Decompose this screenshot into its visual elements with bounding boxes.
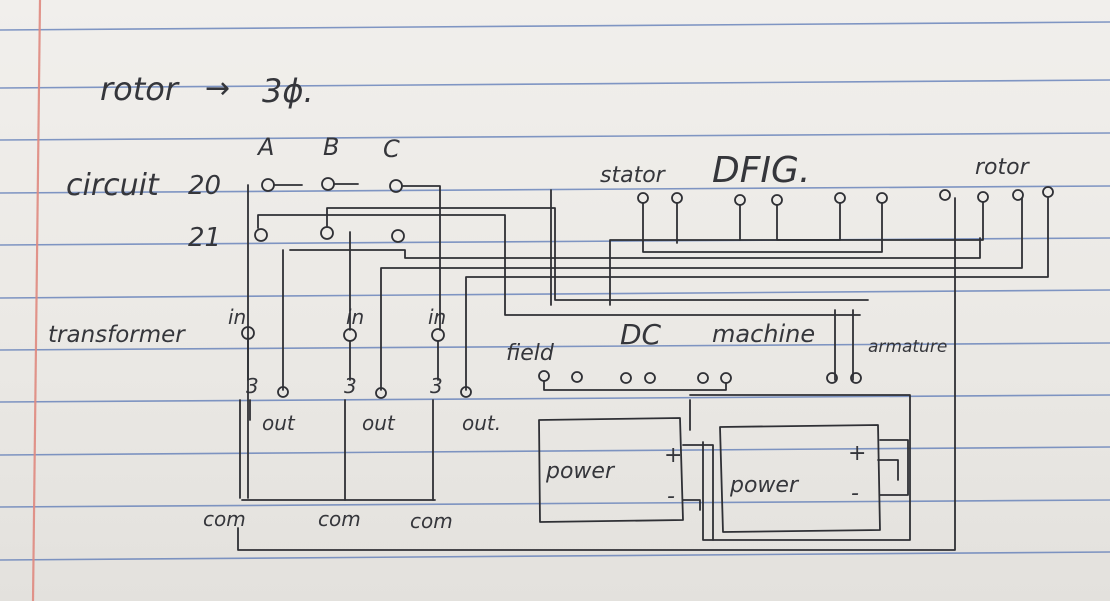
rotor-terminal-3 [1012, 189, 1024, 201]
stator-label: stator [600, 163, 667, 188]
annotations: rotor → 3ϕ. A B C circuit 20 21 transfor… [48, 70, 1031, 533]
transformer-in-b: in [346, 305, 364, 329]
tap-c: 3 [430, 374, 443, 398]
transformer-out-c: out. [462, 411, 501, 435]
stator-terminal-4 [771, 194, 783, 206]
rotor-terminal-2 [977, 191, 989, 203]
terminal-21-b [320, 226, 334, 240]
stator-terminal-5 [834, 192, 846, 204]
terminal-21-a [254, 228, 268, 242]
power-supply-2-box [719, 424, 881, 533]
field-label: field [506, 341, 555, 366]
tap-b: 3 [344, 374, 357, 398]
circuit-label: circuit [66, 168, 160, 203]
transformer-label: transformer [48, 322, 186, 348]
power-supply-1-label: power [545, 459, 616, 484]
stator-terminal-3 [734, 194, 746, 206]
stator-terminal-2 [671, 192, 683, 204]
title-three-phase: 3ϕ. [262, 72, 314, 110]
transformer-out-b-terminal [375, 387, 387, 399]
dc-label: DC [620, 318, 662, 351]
row-20-label: 20 [188, 171, 221, 201]
dfig-label: DFIG. [712, 150, 810, 191]
terminal-21-c [391, 229, 405, 243]
transformer-in-a: in [228, 305, 246, 329]
transformer-in-c-terminal [431, 328, 445, 342]
rotor-label: rotor [975, 155, 1031, 180]
com-a: com [203, 507, 246, 531]
transformer-in-a-terminal [241, 326, 255, 340]
field-terminal-3 [620, 372, 632, 384]
field-terminal-1 [538, 370, 550, 382]
field-terminal-2 [571, 371, 583, 383]
margin-line [31, 0, 42, 601]
power-supply-1-box [538, 417, 684, 523]
transformer-in-c: in [428, 305, 446, 329]
phase-b-label: B [323, 133, 339, 161]
armature-terminal-1 [826, 372, 838, 384]
rotor-terminal-1 [939, 189, 951, 201]
power-supply-1-minus: - [667, 484, 675, 509]
stator-terminal-6 [876, 192, 888, 204]
phase-c-label: C [383, 135, 400, 163]
terminal-20-a [261, 178, 275, 192]
row-21-label: 21 [188, 223, 221, 253]
transformer-out-b: out [362, 411, 396, 435]
power-supply-2-minus: - [851, 481, 859, 506]
tap-a: 3 [246, 374, 259, 398]
field-terminal-4 [644, 372, 656, 384]
com-c: com [410, 509, 453, 533]
transformer-out-a: out [262, 411, 296, 435]
phase-a-label: A [256, 133, 274, 161]
terminal-20-b [321, 177, 335, 191]
field-terminal-6 [720, 372, 732, 384]
transformer-out-a-terminal [277, 386, 289, 398]
com-b: com [318, 507, 361, 531]
rotor-terminal-4 [1042, 186, 1054, 198]
field-terminal-5 [697, 372, 709, 384]
power-supply-2-plus: + [848, 441, 866, 466]
power-supply-1-plus: + [664, 443, 682, 468]
armature-terminal-2 [850, 372, 862, 384]
armature-label: armature [868, 337, 947, 357]
machine-label: machine [712, 320, 815, 348]
stator-terminal-1 [637, 192, 649, 204]
title-rotor: rotor [100, 70, 180, 108]
title-arrow: → [205, 71, 230, 106]
transformer-out-c-terminal [460, 386, 472, 398]
wires [237, 177, 1054, 551]
power-supply-2-label: power [729, 473, 800, 498]
